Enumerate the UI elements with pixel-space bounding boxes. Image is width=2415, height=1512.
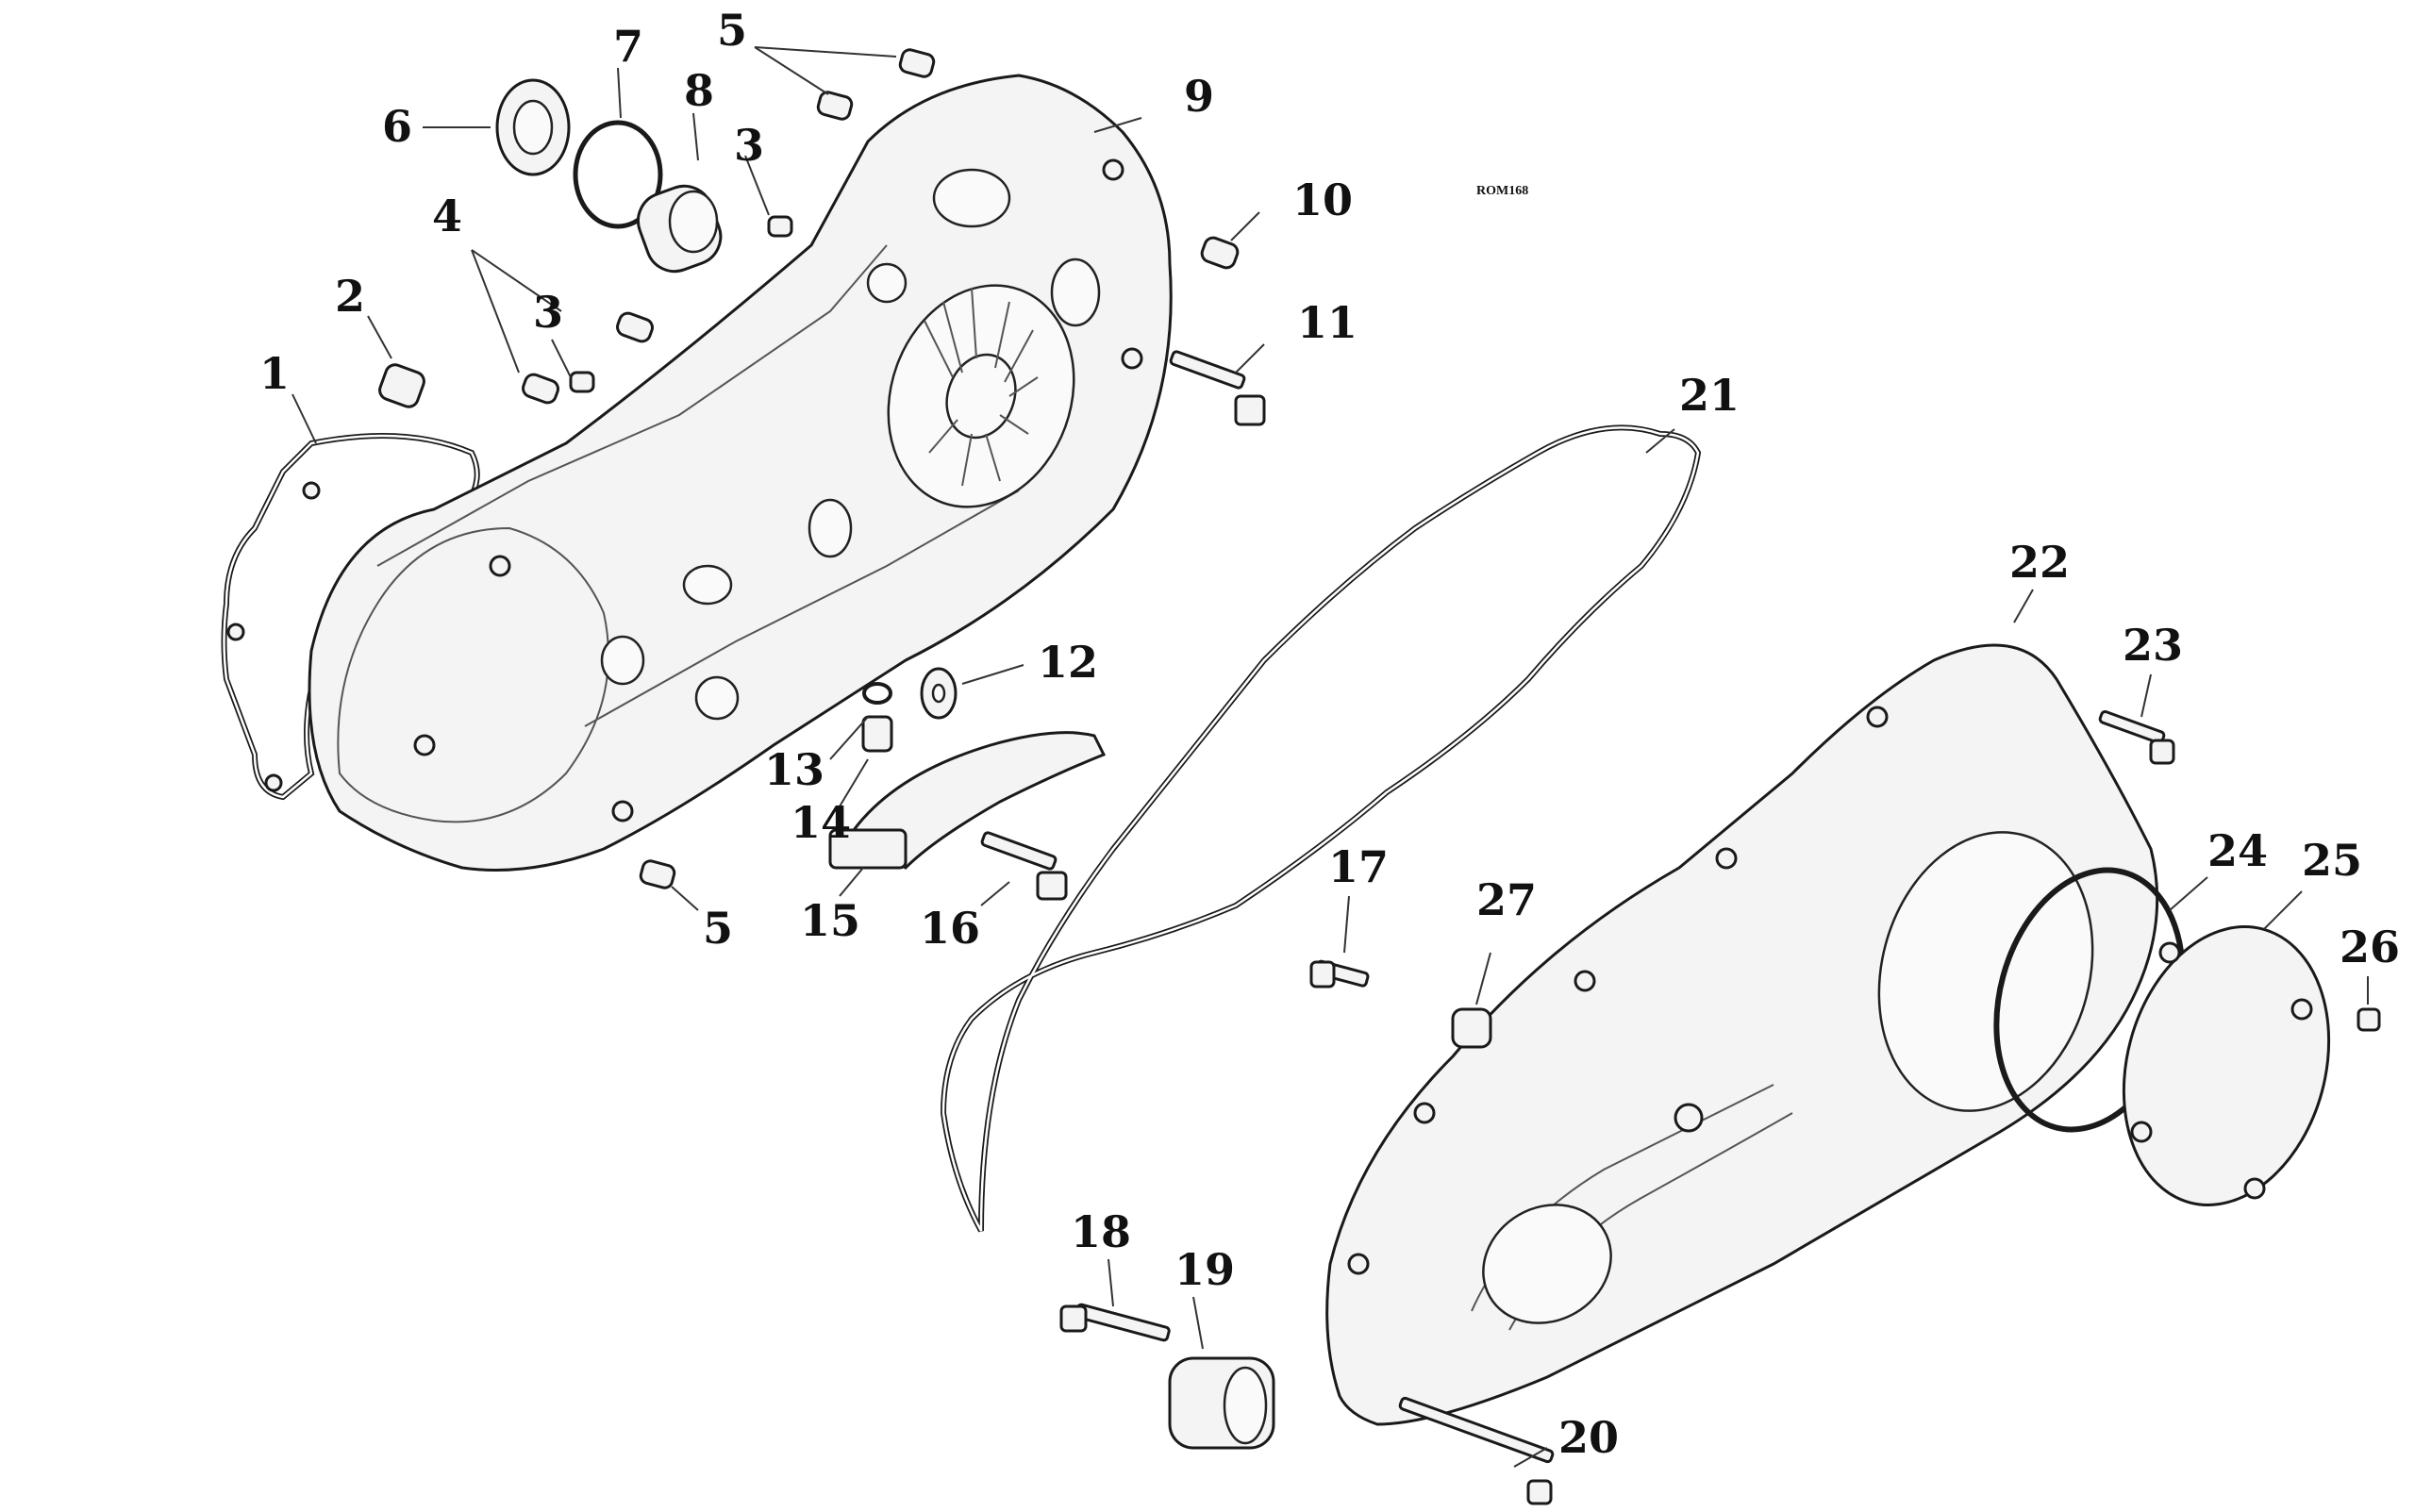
callout-23: 23 [2123,620,2183,671]
callout-1: 1 [259,348,290,399]
screw-26 [2357,1007,2381,1032]
bearing-8 [636,184,723,274]
plugs-3 [569,215,793,393]
o-ring-13 [862,682,892,705]
plug-14 [861,715,893,753]
callout-12: 12 [1038,637,1098,688]
callout-18: 18 [1071,1206,1131,1257]
leader-lines [291,46,2369,1468]
callout-25: 25 [2302,835,2362,886]
bolt-17 [1309,959,1370,989]
callout-22: 22 [2009,537,2070,588]
callout-9: 9 [1184,71,1214,122]
outer-primary-cover-22 [1325,643,2159,1426]
callout-7: 7 [613,21,643,72]
callout-17: 17 [1328,841,1389,892]
callout-19: 19 [1174,1244,1235,1295]
callout-3b: 3 [734,120,764,171]
washer-12 [920,667,958,720]
callout-3a: 3 [533,287,563,338]
callout-14: 14 [791,797,851,848]
callout-numbers: 1 2 3 3 4 5 5 6 7 8 9 10 11 12 13 14 15 … [259,5,2400,1463]
derby-cover-25 [2122,925,2331,1206]
callout-8: 8 [684,65,714,116]
inner-primary-housing [308,74,1173,872]
bolt-20 [1398,1396,1555,1505]
chain-tensioner-15 [828,731,1107,870]
bolt-18 [1059,1303,1171,1342]
callout-26: 26 [2340,922,2400,972]
callout-4: 4 [432,191,462,241]
callout-5-bottom: 5 [703,903,733,954]
dowels-5 [639,48,936,889]
reference-code: ROM168 [1476,184,1528,198]
callout-5-top: 5 [717,5,747,56]
callout-11: 11 [1297,297,1357,348]
outer-gasket-21 [940,424,1702,1233]
callout-6: 6 [382,101,412,152]
screw-23 [2098,710,2175,765]
callout-20: 20 [1558,1412,1619,1463]
callout-27: 27 [1476,874,1537,925]
dowel-10 [1200,236,1240,270]
bolt-16 [980,831,1068,901]
bolt-11 [1169,350,1266,426]
inner-gasket [221,433,480,801]
callout-16: 16 [920,903,980,954]
callout-2: 2 [335,271,365,322]
spacer-19 [1168,1356,1275,1450]
callout-24: 24 [2207,825,2268,876]
dowel-pin-2 [378,363,425,408]
retaining-ring-7 [573,120,663,229]
spacer-27 [1451,1007,1492,1049]
callout-13: 13 [764,744,824,795]
callout-21: 21 [1679,370,1740,421]
callout-15: 15 [800,895,860,946]
seal-6 [495,78,571,176]
callout-10: 10 [1292,174,1353,225]
dowels-4 [522,311,654,405]
